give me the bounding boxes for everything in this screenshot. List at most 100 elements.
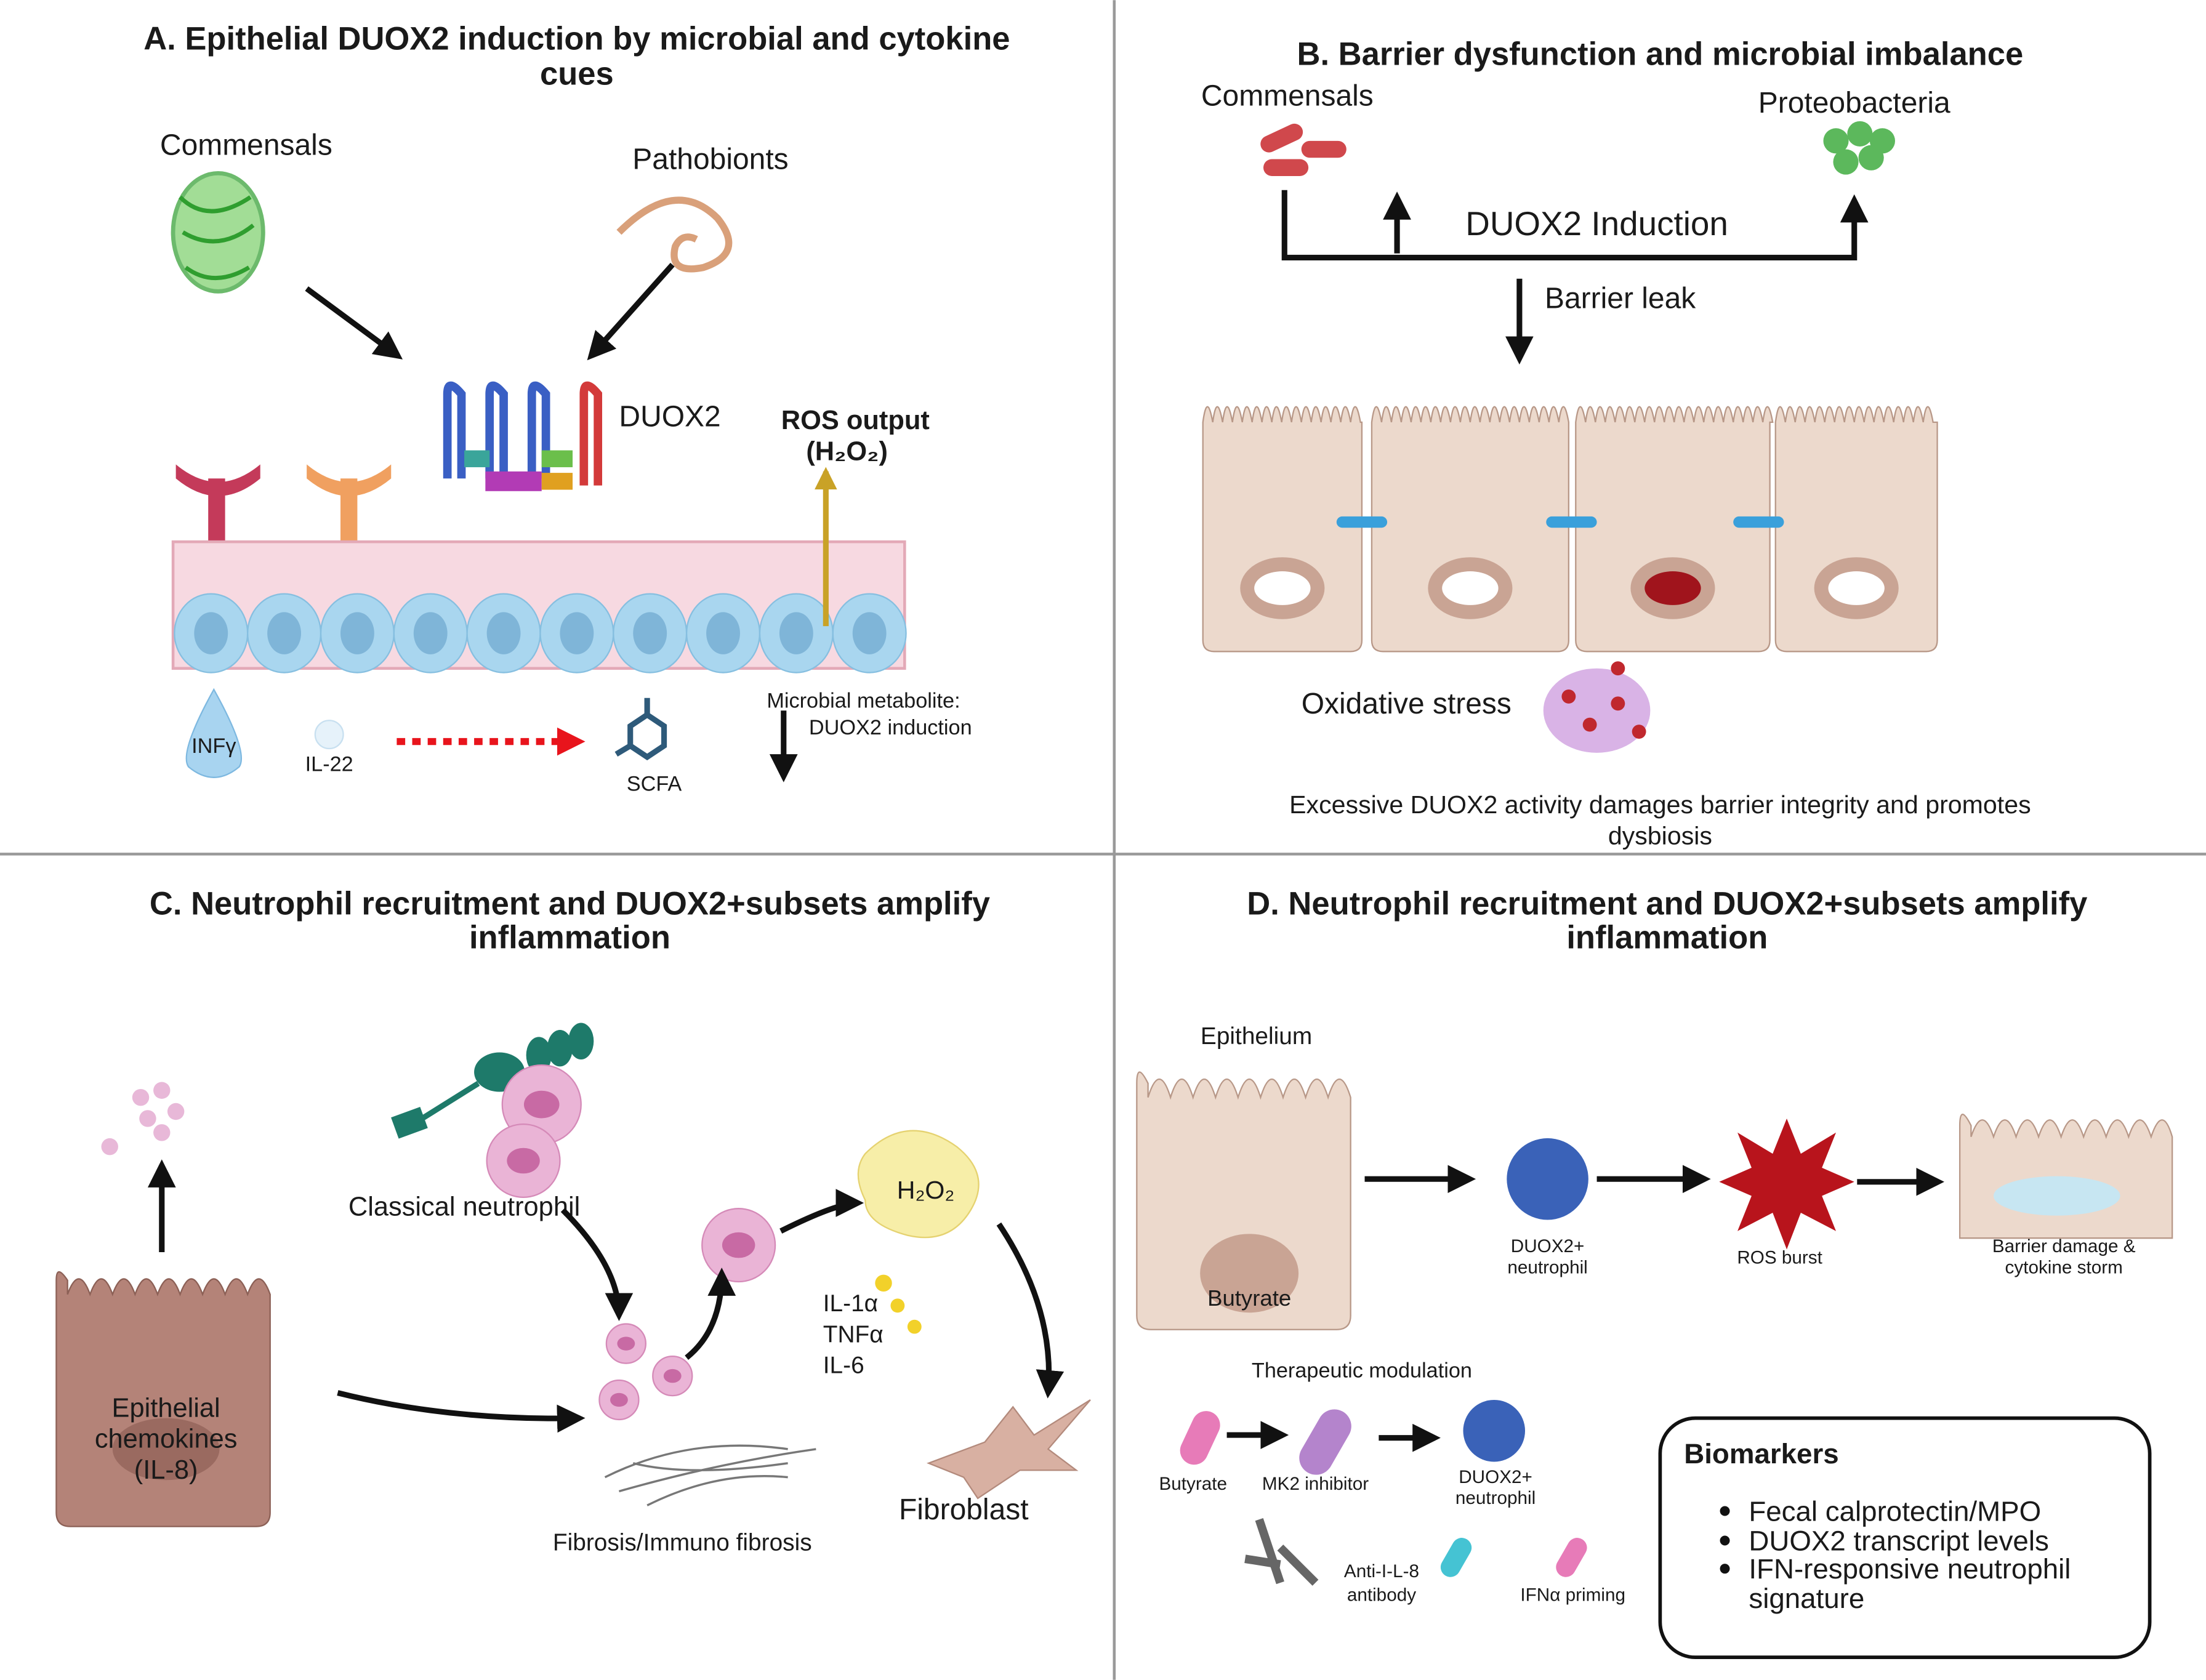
damaged-mitochondrion — [1644, 571, 1701, 605]
classical-neutrophil-label: Classical neutrophil — [348, 1192, 580, 1222]
arrow-pathobionts — [587, 262, 675, 361]
panel-a-title-cont: cues — [540, 55, 614, 92]
epithelial-cell-c — [55, 1271, 271, 1527]
fibroblast-icon — [926, 1399, 1091, 1500]
cell-nucleus — [340, 612, 374, 654]
panel-b-caption-cont: dysbiosis — [1608, 821, 1712, 850]
t-butyrate-label: Butyrate — [1159, 1474, 1227, 1494]
cell-nucleus — [633, 612, 667, 654]
panel-b-caption: Excessive DUOX2 activity damages barrier… — [1289, 790, 2031, 819]
cell-nucleus — [560, 612, 594, 654]
butyrate-nucleus — [1200, 1234, 1299, 1313]
biomarker-item: IFN-responsive neutrophil — [1749, 1553, 2071, 1585]
neutrophil-nucleus — [507, 1147, 540, 1174]
il22-label: IL-22 — [305, 753, 353, 776]
panel-c-title-cont: inflammation — [469, 919, 670, 955]
barrier-damage-label-2: cytokine storm — [2005, 1257, 2123, 1277]
cell-nucleus — [779, 612, 813, 654]
cytokine-tnfa: TNFα — [823, 1321, 884, 1348]
tight-junction — [1546, 516, 1597, 528]
pathobiont-spiral-icon — [616, 196, 733, 273]
duox2-neutrophil-label: DUOX2+ — [1511, 1236, 1585, 1256]
epithelium-label: Epithelium — [1201, 1023, 1312, 1050]
epithelial-cells-b — [1202, 406, 1938, 653]
cytokine-dots-icon — [875, 1274, 922, 1334]
h2o2-cell-icon — [857, 1130, 980, 1239]
oxidative-stress-label: Oxidative stress — [1302, 688, 1512, 720]
cytokine-il1a: IL-1α — [823, 1290, 878, 1317]
cell-nucleus — [486, 612, 521, 654]
biomarker-item-cont: signature — [1749, 1583, 1864, 1614]
pathobionts-label: Pathobionts — [632, 143, 788, 176]
neutrophil-nucleus — [610, 1393, 628, 1407]
duox2-induction-label: DUOX2 Induction — [1465, 204, 1728, 243]
commensals-label-b: Commensals — [1201, 80, 1374, 113]
biomarkers-title: Biomarkers — [1684, 1438, 1838, 1469]
antibody-icon — [1244, 1518, 1319, 1586]
fibrosis-label: Fibrosis/Immuno fibrosis — [553, 1529, 812, 1556]
ros-output-label: ROS output — [781, 406, 930, 435]
tight-junction — [1733, 516, 1784, 528]
duox2-label: DUOX2 — [619, 401, 720, 433]
bullet — [1720, 1535, 1730, 1546]
duox2-neutrophil-label-2: neutrophil — [1507, 1257, 1587, 1277]
panel-b-title: B. Barrier dysfunction and microbial imb… — [1297, 36, 2024, 72]
chemokines-label-3: (IL-8) — [134, 1455, 198, 1485]
ifn-priming-label: IFNα priming — [1520, 1585, 1625, 1606]
to-activated-arrow — [685, 1268, 736, 1360]
mitochondrion — [1828, 571, 1885, 605]
therapeutic-modulation-label: Therapeutic modulation — [1252, 1359, 1472, 1382]
h2o2-label: (H₂O₂) — [806, 437, 888, 467]
panel-d: D. Neutrophil recruitment and DUOX2+subs… — [1136, 886, 2173, 1659]
commensal-protein-icon — [171, 171, 265, 294]
neutrophil-nucleus — [663, 1369, 682, 1383]
neutrophil-nucleus — [722, 1232, 755, 1258]
metabolite-label: Microbial metabolite: — [767, 689, 960, 713]
epithelial-cell — [1575, 406, 1774, 653]
to-fibroblast-arrow — [996, 1222, 1065, 1399]
biomarkers-box — [1658, 1416, 2152, 1659]
cell-nucleus — [413, 612, 448, 654]
panel-c: C. Neutrophil recruitment and DUOX2+subs… — [55, 886, 1091, 1556]
epithelial-nucleus-c — [112, 1418, 220, 1481]
oxidative-stress-cell-icon — [1543, 661, 1651, 753]
epithelial-cell-row — [174, 593, 907, 673]
barrier-damage-lesion — [1993, 1176, 2120, 1216]
barrier-leak-label: Barrier leak — [1545, 283, 1696, 315]
t-neutrophil-label: DUOX2+ — [1459, 1467, 1532, 1487]
metabolite-label-cont: DUOX2 induction — [809, 716, 972, 739]
tight-junction — [1336, 516, 1388, 528]
biomarker-item: Fecal calprotectin/MPO — [1749, 1495, 2041, 1527]
neutrophil-nucleus — [617, 1336, 635, 1351]
commensal-rods-icon — [1260, 123, 1347, 176]
panel-a-title: A. Epithelial DUOX2 induction by microbi… — [143, 20, 1010, 57]
epithelial-cell — [1371, 406, 1570, 653]
induction-bracket — [1281, 190, 1869, 261]
butyrate-pill-icon — [1180, 1411, 1220, 1465]
t-neutrophil-icon — [1463, 1399, 1526, 1462]
chemokine-dots-icon — [101, 1082, 185, 1156]
panel-d-title-cont: inflammation — [1566, 919, 1768, 955]
h2o2-label-c: H₂O₂ — [897, 1176, 955, 1204]
teal-pill-icon — [1440, 1538, 1472, 1577]
anti-il8-label-2: antibody — [1347, 1585, 1416, 1606]
panel-b: B. Barrier dysfunction and microbial imb… — [1201, 36, 2031, 850]
bullet — [1720, 1564, 1730, 1574]
biomarker-item: DUOX2 transcript levels — [1749, 1525, 2048, 1556]
cell-nucleus — [194, 612, 228, 654]
barrier-damage-label: Barrier damage & — [1992, 1236, 2136, 1256]
ros-burst-icon — [1719, 1118, 1854, 1250]
to-h2o2-arrow — [779, 1189, 864, 1234]
cell-nucleus — [706, 612, 740, 654]
proteobacteria-cluster-icon — [1823, 121, 1895, 175]
il22-icon — [314, 720, 344, 750]
cell-nucleus — [267, 612, 302, 654]
infg-label: INFγ — [191, 734, 236, 758]
cell-nucleus — [852, 612, 887, 654]
duox2-neutrophil-icon — [1507, 1138, 1588, 1220]
mk2-inhibitor-pill-icon — [1299, 1409, 1351, 1475]
neutrophils-c — [486, 1064, 776, 1421]
ros-burst-label: ROS burst — [1737, 1247, 1822, 1268]
infg-drop-icon — [185, 688, 243, 778]
